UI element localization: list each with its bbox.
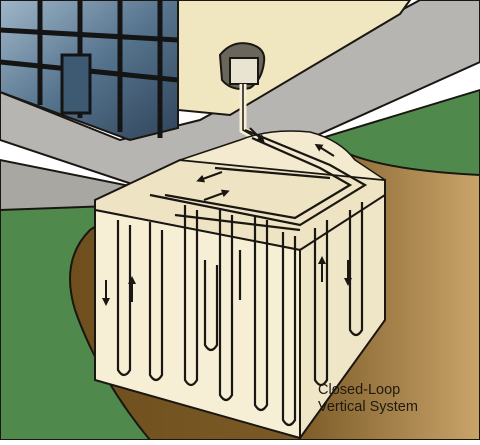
borefield-side-face [299,193,386,442]
pavement [0,0,480,192]
caption-line-1: Closed-Loop [318,382,401,398]
flow-arrows [102,127,352,306]
diagram-caption: Closed-Loop Vertical System [318,382,468,416]
flow-arrow-left-icon [196,171,223,183]
caption-line-2: Vertical System [318,399,418,415]
flow-arrow-out-icon [314,143,335,157]
u-tube-bores [116,202,364,427]
heat-pump-connection-box [229,57,259,85]
building-entrance [60,53,92,115]
flow-arrow-right-icon [203,189,230,201]
flow-arrow-in-icon [249,127,265,143]
header-pipes [149,128,368,232]
